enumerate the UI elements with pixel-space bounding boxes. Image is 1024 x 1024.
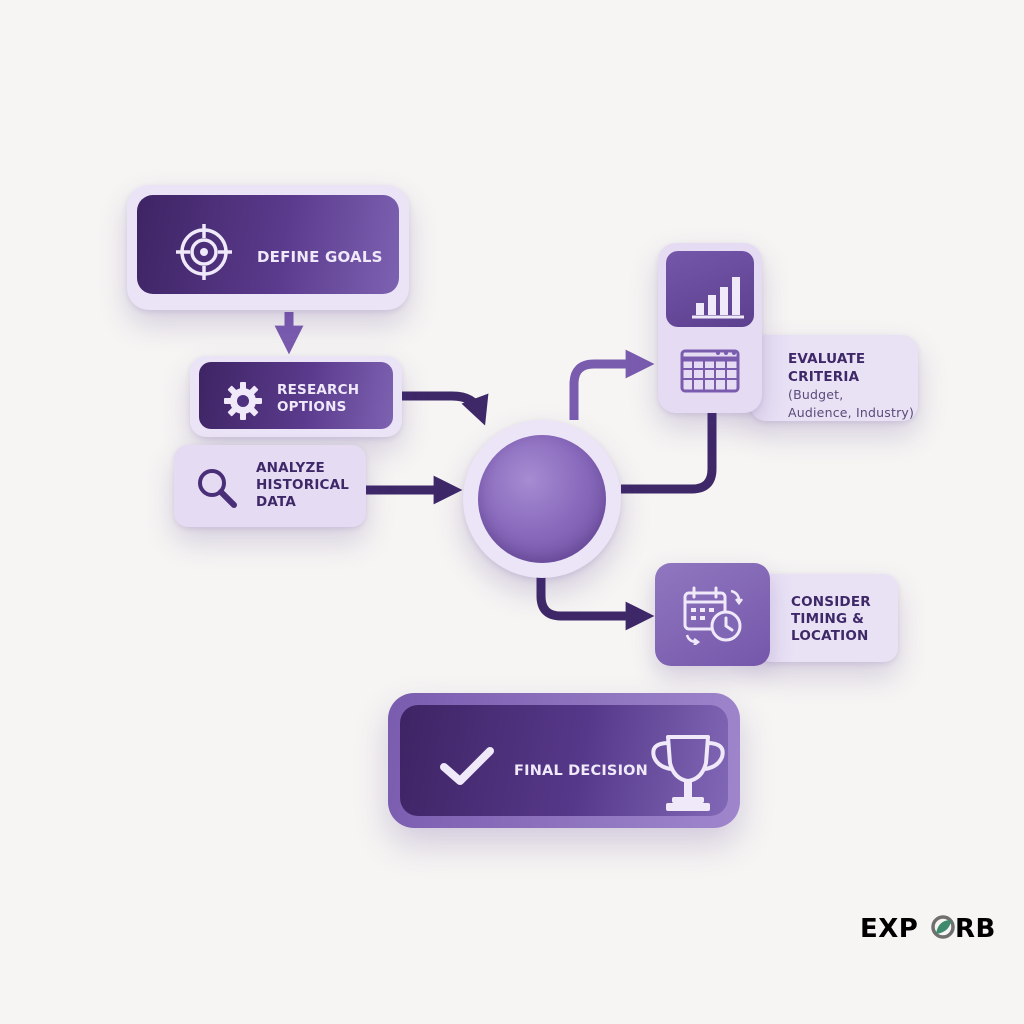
connector-research-to-hub [397, 391, 489, 426]
consider-timing-label-card: CONSIDER TIMING & LOCATION [757, 574, 898, 662]
evaluate-criteria-label-card: EVALUATE CRITERIA (Budget, Audience, Ind… [750, 335, 918, 421]
brand-wordmark: EXP RB [860, 914, 996, 944]
magnifier-icon [198, 469, 237, 508]
final-decision-label: FINAL DECISION [514, 763, 649, 779]
central-hub [463, 420, 621, 578]
evaluate-criteria-subtitle: (Budget, Audience, Industry) [788, 387, 915, 420]
research-options-label: RESEARCH OPTIONS [277, 382, 360, 415]
brand-text-before: EXP [860, 914, 918, 942]
final-decision-node: FINAL DECISION [388, 693, 740, 828]
analyze-data-node: ANALYZE HISTORICAL DATA [174, 445, 366, 527]
consider-timing-label: CONSIDER TIMING & LOCATION [791, 594, 871, 644]
research-options-node: RESEARCH OPTIONS [190, 356, 402, 437]
evaluate-criteria-title: EVALUATE CRITERIA [788, 351, 866, 385]
target-icon [176, 224, 232, 280]
define-goals-label: DEFINE GOALS [257, 248, 383, 266]
evaluate-criteria-node [658, 243, 762, 413]
gear-icon [224, 382, 262, 420]
brand-logo: EXP RB [860, 912, 1000, 944]
bar-chart-icon [692, 277, 744, 319]
final-decision-panel: FINAL DECISION [400, 705, 728, 816]
analyze-data-label: ANALYZE HISTORICAL DATA [256, 460, 350, 510]
grid-calendar-icon [680, 349, 740, 393]
evaluate-criteria-label: EVALUATE CRITERIA (Budget, Audience, Ind… [788, 351, 918, 422]
evaluate-criteria-panel [666, 251, 754, 327]
consider-timing-node [655, 563, 770, 666]
orb-leaf-icon [931, 915, 955, 939]
checkmark-icon [440, 747, 494, 785]
connector-hub-to-criteria-top [569, 349, 655, 420]
define-goals-node: DEFINE GOALS [127, 185, 409, 310]
define-goals-panel: DEFINE GOALS [137, 195, 399, 294]
trophy-icon [651, 735, 725, 811]
connector-hub-to-criteria-bottom [621, 413, 717, 494]
research-options-panel: RESEARCH OPTIONS [199, 362, 393, 429]
calendar-clock-icon [683, 586, 743, 645]
connector-hub-to-timing [536, 572, 655, 631]
central-hub-core [478, 435, 606, 563]
brand-text-after: RB [955, 914, 996, 942]
